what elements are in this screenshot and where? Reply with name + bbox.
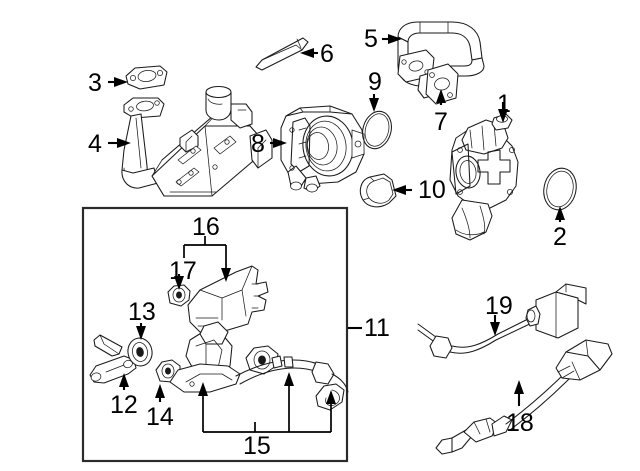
callout-label-16: 16 bbox=[192, 213, 220, 241]
callout-label-15: 15 bbox=[243, 432, 271, 460]
callout-label-18: 18 bbox=[506, 409, 534, 437]
callout-label-4: 4 bbox=[88, 130, 102, 158]
leader-6 bbox=[300, 48, 318, 58]
part-egr-cooler-assembly bbox=[121, 85, 273, 197]
leader-4 bbox=[108, 138, 131, 148]
part-egr-valve-bracket bbox=[187, 265, 269, 333]
leader-9 bbox=[369, 94, 379, 112]
part-egr-valve bbox=[449, 113, 519, 241]
leader-1 bbox=[498, 102, 508, 123]
leader-19 bbox=[490, 315, 500, 336]
leader-15 bbox=[198, 372, 336, 433]
callout-label-2: 2 bbox=[553, 223, 567, 251]
part-oxygen-sensor bbox=[435, 339, 613, 455]
part-retaining-clip bbox=[359, 173, 397, 208]
callout-label-10: 10 bbox=[418, 176, 446, 204]
part-egr-crossover-tube bbox=[397, 21, 485, 99]
callout-label-7: 7 bbox=[434, 108, 448, 136]
part-egr-pressure-sensor bbox=[417, 283, 587, 359]
leader-14 bbox=[155, 384, 165, 402]
part-throttle-body-gasket bbox=[362, 110, 392, 150]
part-throttle-body bbox=[280, 105, 365, 193]
part-mounting-bracket-arm bbox=[89, 334, 137, 384]
part-egr-tube-gasket-upper bbox=[125, 65, 168, 90]
callout-label-9: 9 bbox=[368, 68, 382, 96]
part-alignment-dowel-pin bbox=[255, 37, 309, 71]
callout-label-19: 19 bbox=[485, 292, 513, 320]
part-egr-valve-o-ring bbox=[543, 167, 577, 211]
part-isolator-grommet bbox=[127, 337, 153, 367]
leader-7 bbox=[436, 89, 446, 105]
callout-label-12: 12 bbox=[110, 391, 138, 419]
callout-label-5: 5 bbox=[364, 25, 378, 53]
callout-label-1: 1 bbox=[497, 90, 511, 118]
leader-16 bbox=[183, 236, 231, 282]
part-crossover-tube-gasket bbox=[425, 63, 459, 105]
leader-13 bbox=[136, 323, 146, 340]
leader-12 bbox=[119, 373, 129, 390]
callout-label-13: 13 bbox=[128, 298, 156, 326]
leader-18 bbox=[514, 380, 524, 406]
leader-17 bbox=[174, 274, 184, 290]
leader-2 bbox=[555, 206, 565, 222]
leader-5 bbox=[382, 34, 402, 44]
leader-3 bbox=[108, 77, 128, 87]
leader-10 bbox=[392, 185, 412, 195]
part-vacuum-hose-assembly bbox=[169, 321, 349, 411]
callout-label-11: 11 bbox=[364, 314, 390, 342]
callout-label-6: 6 bbox=[320, 40, 334, 68]
callout-label-3: 3 bbox=[88, 69, 102, 97]
part-bracket-bushing bbox=[167, 284, 191, 307]
callout-label-8: 8 bbox=[251, 130, 265, 158]
callout-label-17: 17 bbox=[169, 257, 197, 285]
leader-8 bbox=[270, 138, 287, 148]
callout-label-14: 14 bbox=[146, 403, 174, 431]
egr-control-group-box bbox=[81, 206, 349, 463]
